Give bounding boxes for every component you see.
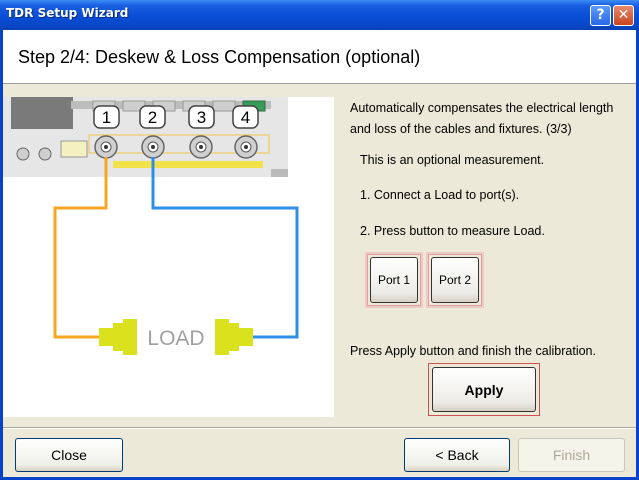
port-label-1: 1 [93, 105, 120, 129]
back-button[interactable]: < Back [404, 438, 510, 472]
close-icon: ✕ [617, 7, 630, 23]
port-label-3: 3 [188, 105, 215, 129]
apply-button[interactable]: Apply [428, 363, 540, 416]
connection-diagram: 1 2 3 4 [3, 97, 334, 417]
load-connector-right [215, 319, 253, 355]
port-connector-3 [189, 135, 213, 159]
help-icon: ? [596, 7, 605, 23]
load-label: LOAD [147, 327, 204, 350]
port-connector-1 [94, 135, 118, 159]
port-label-2-text: 2 [148, 108, 157, 127]
title-bar[interactable]: TDR Setup Wizard ? ✕ [0, 0, 639, 30]
step-title: Step 2/4: Deskew & Loss Compensation (op… [18, 47, 421, 67]
port-1-button-label: Port 1 [370, 257, 418, 303]
finish-button[interactable]: Finish [518, 438, 625, 472]
port-label-4: 4 [232, 105, 259, 129]
port-label-1-text: 1 [102, 108, 111, 127]
description-text: Automatically compensates the electrical… [350, 101, 614, 136]
instruction-step-2: 2. Press button to measure Load. [360, 224, 545, 238]
apply-button-label: Apply [432, 367, 536, 412]
window-title: TDR Setup Wizard [6, 6, 129, 20]
port-connector-2 [141, 135, 165, 159]
wizard-header: Step 2/4: Deskew & Loss Compensation (op… [3, 30, 636, 84]
port-2-button[interactable]: Port 2 [426, 252, 484, 308]
cable-port1 [53, 157, 108, 339]
port-2-button-label: Port 2 [431, 257, 479, 303]
port-label-3-text: 3 [197, 108, 206, 127]
port-label-4-text: 4 [241, 108, 250, 127]
optional-note: This is an optional measurement. [360, 153, 545, 167]
cable-port2 [151, 157, 299, 339]
port-connector-4 [234, 135, 258, 159]
instruction-step-1: 1. Connect a Load to port(s). [360, 188, 520, 202]
window-close-button[interactable]: ✕ [613, 5, 634, 26]
diagram-svg: 1 2 3 4 [3, 97, 334, 355]
help-button[interactable]: ? [590, 5, 611, 26]
close-button[interactable]: Close [15, 438, 123, 472]
apply-instruction: Press Apply button and finish the calibr… [350, 344, 596, 358]
load-connector-left [99, 319, 137, 355]
port-label-2: 2 [139, 105, 166, 129]
footer-divider [3, 427, 636, 429]
instrument-display [11, 97, 73, 129]
port-1-button[interactable]: Port 1 [365, 252, 423, 308]
